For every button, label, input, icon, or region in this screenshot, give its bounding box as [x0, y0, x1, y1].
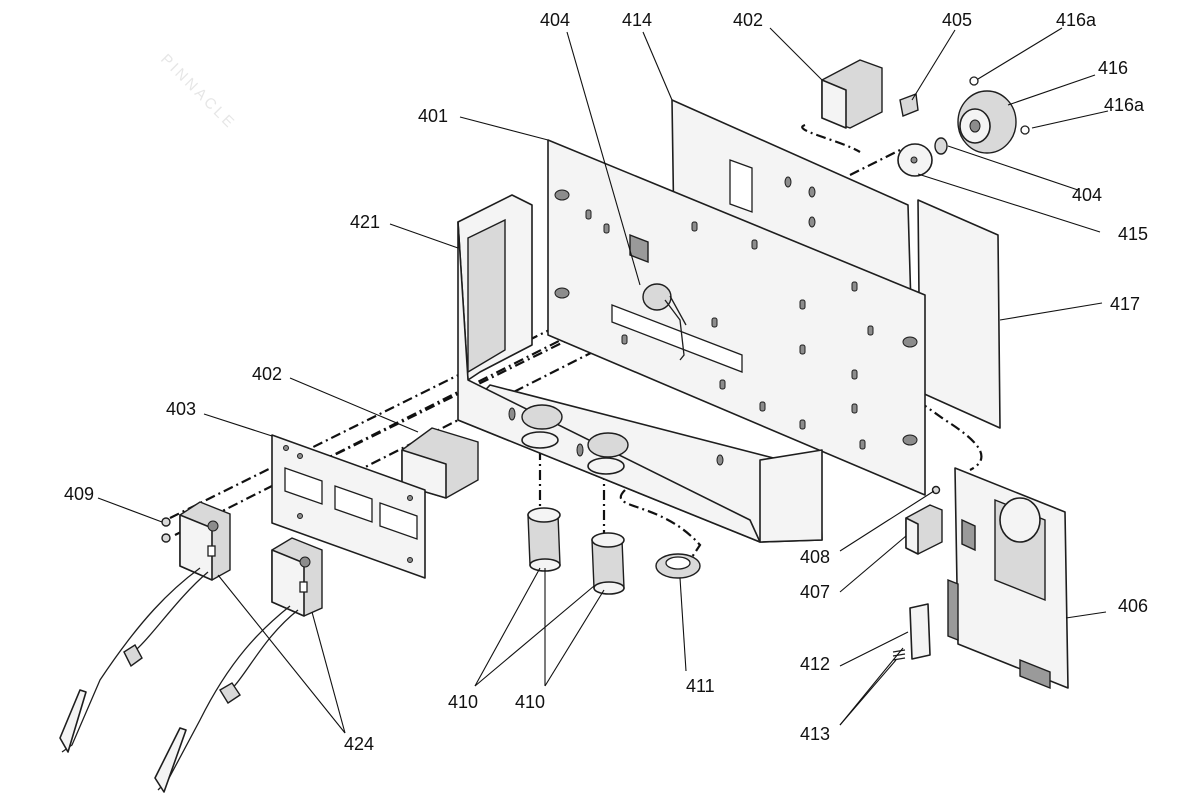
- part-410-gland-right: [587, 432, 629, 595]
- callout-413: 413: [800, 724, 830, 744]
- callout-403: 403: [166, 399, 196, 419]
- part-404-washer-right: [934, 137, 948, 155]
- part-410-gland-left: [521, 404, 563, 572]
- callout-labels: 404 414 402 405 416a 416 416a 401 404 42…: [64, 10, 1148, 754]
- part-412-terminal-block: [909, 603, 931, 660]
- callout-404-right: 404: [1072, 185, 1102, 205]
- callout-416a-right: 416a: [1104, 95, 1145, 115]
- part-424-sensor-b: [154, 537, 323, 793]
- callout-402-left: 402: [252, 364, 282, 384]
- part-417-side-plate: [917, 199, 1001, 429]
- callout-402-top: 402: [733, 10, 763, 30]
- part-401-main-panel: [547, 139, 926, 496]
- part-413-pins: [892, 649, 906, 661]
- part-407-relay: [905, 504, 943, 555]
- part-416a-clip-top: [969, 76, 979, 86]
- watermark-layer: PINNACLE: [157, 51, 239, 133]
- leader-lines: [97, 27, 1109, 734]
- callout-416: 416: [1098, 58, 1128, 78]
- watermark-text: PINNACLE: [157, 51, 239, 133]
- part-415-disc: [897, 143, 933, 177]
- part-424-sensor-a: [59, 501, 231, 753]
- callout-417: 417: [1110, 294, 1140, 314]
- part-402-switch-top: [821, 59, 883, 129]
- callout-406: 406: [1118, 596, 1148, 616]
- callout-404-top: 404: [540, 10, 570, 30]
- part-416-bearing: [957, 90, 1017, 154]
- callout-414: 414: [622, 10, 652, 30]
- callout-405: 405: [942, 10, 972, 30]
- panel-slots: [585, 209, 874, 450]
- part-406-circuit-board: [947, 467, 1069, 690]
- callout-410-right: 410: [515, 692, 545, 712]
- callout-424: 424: [344, 734, 374, 754]
- callout-415: 415: [1118, 224, 1148, 244]
- part-403-mount-plate: [271, 434, 426, 579]
- part-408-screw: [931, 485, 941, 495]
- callout-416a-top: 416a: [1056, 10, 1097, 30]
- part-416a-clip-right: [1020, 125, 1030, 135]
- callout-401: 401: [418, 106, 448, 126]
- callout-412: 412: [800, 654, 830, 674]
- part-405-screw: [899, 93, 919, 117]
- part-404-knob: [642, 283, 687, 361]
- callout-408: 408: [800, 547, 830, 567]
- callout-421: 421: [350, 212, 380, 232]
- part-409-screws: [161, 517, 171, 543]
- callout-411: 411: [686, 676, 715, 696]
- callout-407: 407: [800, 582, 830, 602]
- part-411-grommet: [655, 553, 701, 579]
- callout-409: 409: [64, 484, 94, 504]
- part-421-enclosure: [457, 194, 823, 543]
- callout-410-left: 410: [448, 692, 478, 712]
